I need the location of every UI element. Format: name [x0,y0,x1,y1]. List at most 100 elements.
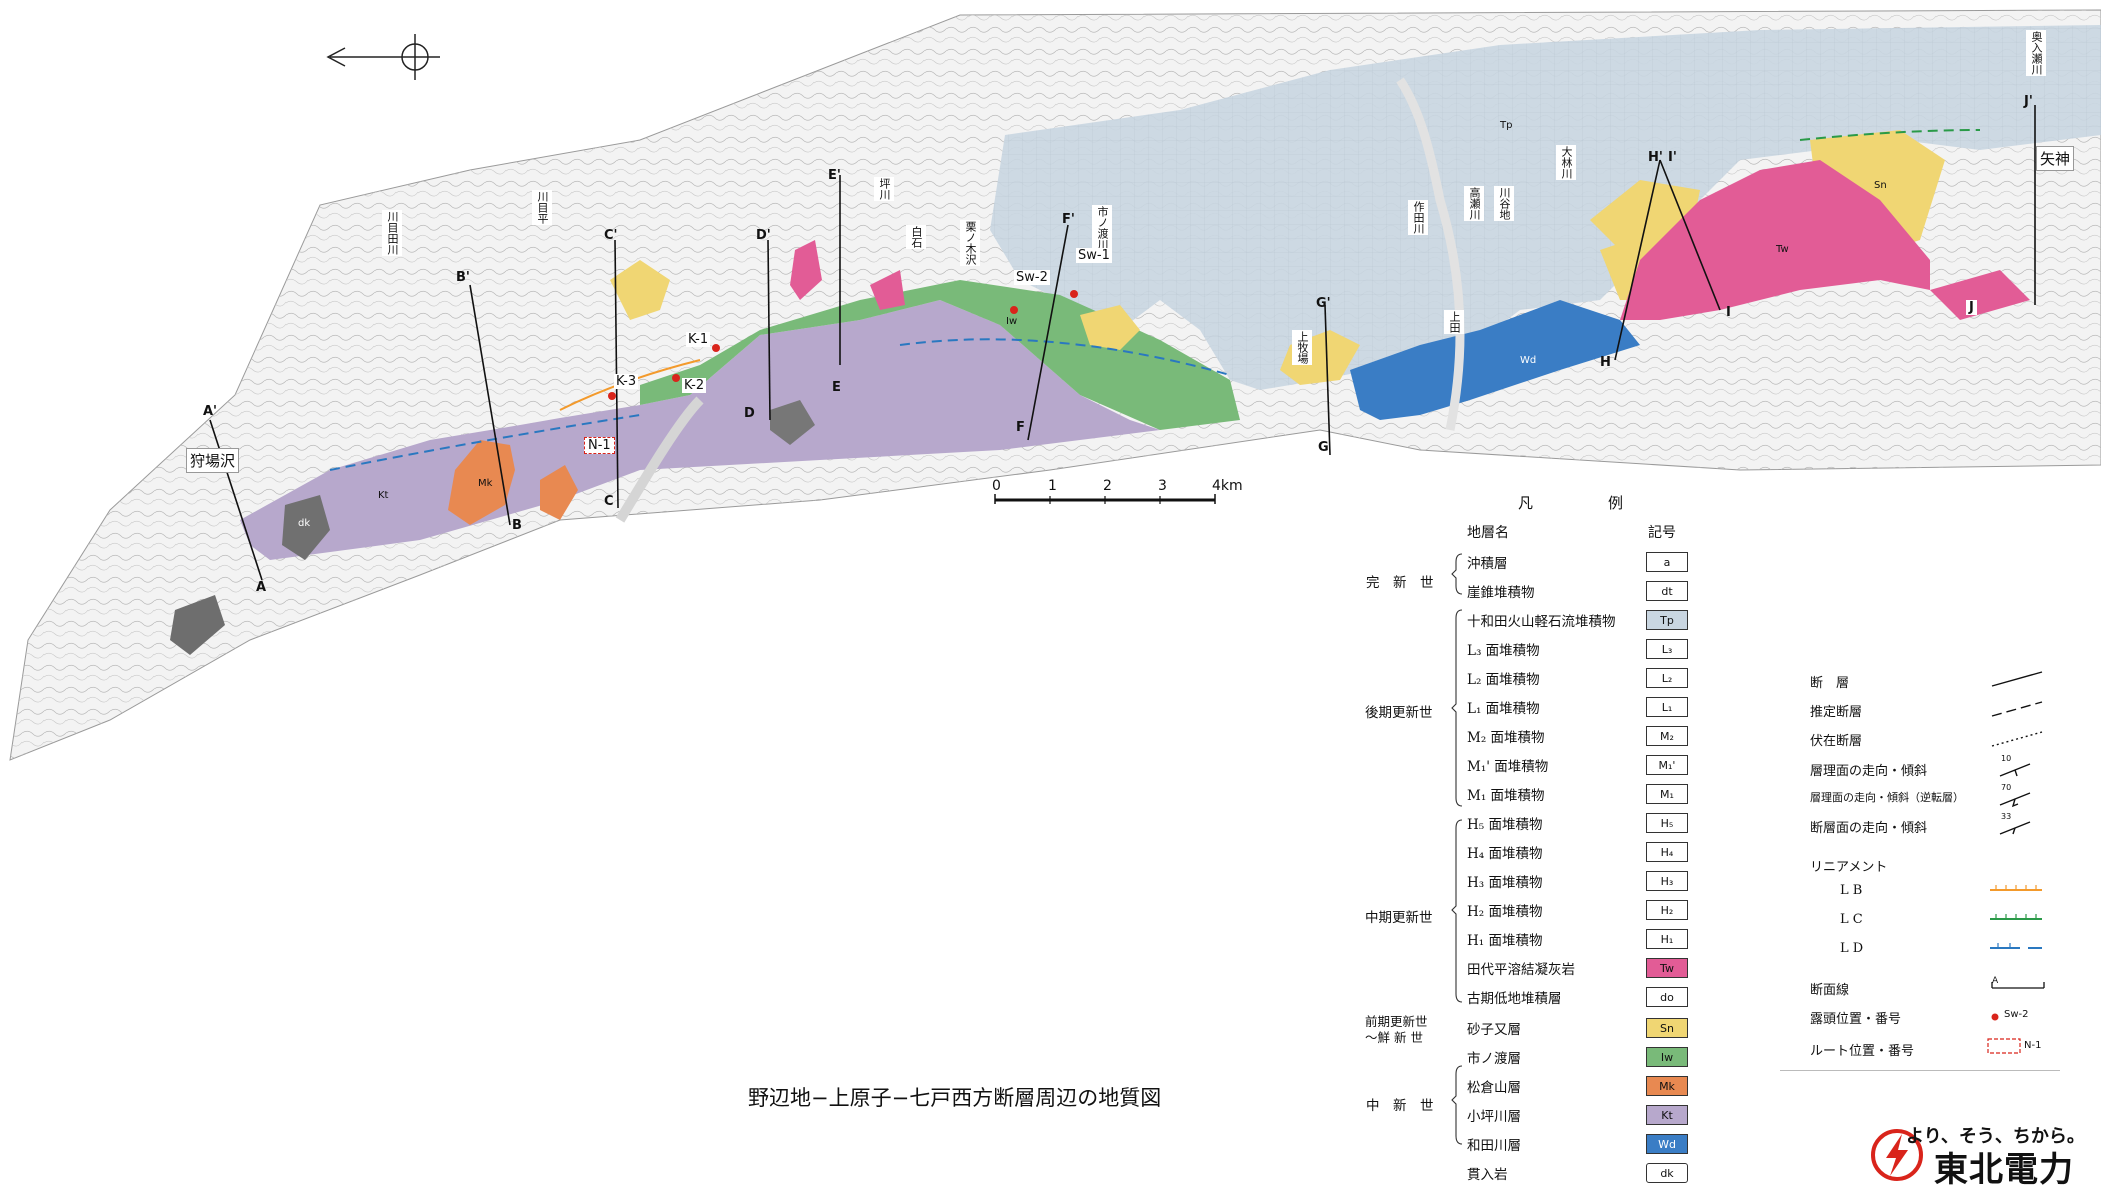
epoch-middle-pleistocene: 中期更新世 [1365,910,1433,926]
legend-unit-h3: H₃ 面堆積物 [1467,875,1543,891]
legend-unit-m1-prime: M₁' 面堆積物 [1467,759,1549,775]
section-label-f: F [1016,420,1025,435]
legend-unit-h4: H₄ 面堆積物 [1467,846,1543,862]
outcrop-k-2 [672,374,680,382]
legend-unit-h2: H₂ 面堆積物 [1467,904,1543,920]
legend-code-kt: Kt [1646,1105,1688,1125]
scale-tick-2: 2 [1103,478,1112,494]
legend-title: 凡 例 [1518,494,1654,512]
legend-col-code: 記号 [1648,525,1676,541]
symbol-label-bedding-overturned: 層理面の走向・傾斜（逆転層） [1810,791,1964,804]
legend-unit-wd: 和田川層 [1467,1138,1521,1154]
place-takase-gawa: 高瀬川 [1464,186,1484,221]
legend-unit-tp: 十和田火山軽石流堆積物 [1467,614,1616,630]
legend-unit-mk: 松倉山層 [1467,1080,1521,1096]
legend-unit-m2: M₂ 面堆積物 [1467,730,1545,746]
map-unit-wd: Wd [1520,355,1537,366]
place-oirase-gawa: 奥入瀬川 [2026,30,2046,76]
map-unit-mk: Mk [478,478,493,489]
legend-col-name: 地層名 [1467,525,1509,541]
symbol-label-bedding: 層理面の走向・傾斜 [1810,764,1928,779]
legend-unit-do: 古期低地堆積層 [1467,991,1562,1007]
symbol-label-lb: L B [1840,883,1863,898]
section-label-d: D [744,406,755,421]
legend-unit-tw: 田代平溶結凝灰岩 [1467,962,1575,978]
legend-code-a: a [1646,552,1688,572]
legend-unit-iw: 市ノ渡層 [1467,1051,1521,1067]
symbol-label-lc: L C [1840,912,1863,927]
outcrop-label-k-1: K-1 [686,332,711,347]
section-label-j-prime: J' [2024,94,2033,109]
symbol-label-fault: 断 層 [1810,676,1850,691]
epoch-late-pleistocene: 後期更新世 [1365,705,1433,721]
section-label-b: B [512,518,522,533]
symbol-label-buried-fault: 伏在断層 [1810,734,1863,749]
map-unit-dk: dk [298,518,311,529]
symbol-value-outcrop: Sw-2 [2004,1009,2029,1020]
legend-code-dt: dt [1646,581,1688,601]
symbol-divider [1780,1070,2060,1071]
section-label-b-prime: B' [456,270,470,285]
outcrop-label-k-3: K-3 [614,374,639,389]
legend-code-m1: M₁ [1646,784,1688,804]
symbol-label-route: ルート位置・番号 [1810,1044,1915,1059]
map-title: 野辺地−上原子−七戸西方断層周辺の地質図 [748,1086,1162,1110]
scale-bar [994,494,1216,504]
section-label-e-prime: E' [828,168,841,183]
legend-code-h3: H₃ [1646,871,1688,891]
symbol-label-lineament: リニアメント [1810,860,1888,875]
legend-unit-m1: M₁ 面堆積物 [1467,788,1545,804]
scale-tick-0: 0 [992,478,1001,494]
legend-code-tw: Tw [1646,958,1688,978]
place-ueda: 上田 [1444,310,1464,334]
outcrop-sw-1 [1070,290,1078,298]
map-unit-tw: Tw [1776,244,1789,255]
section-label-h-prime: H' [1648,150,1663,165]
scale-tick-4: 4km [1212,478,1243,494]
outcrop-k-3 [608,392,616,400]
place-kurinokisawa: 栗ノ木沢 [960,220,980,266]
symbol-label-inferred-fault: 推定断層 [1810,705,1863,720]
north-arrow-icon [326,34,440,80]
river [615,396,704,523]
unit-mk-area [448,440,515,525]
symbol-value-route: N-1 [2024,1040,2042,1051]
logo-tagline: より、そう、ちから。 [1906,1126,2085,1147]
symbol-label-fault-plane: 断層面の走向・傾斜 [1810,821,1928,836]
outcrop-sw-2 [1010,306,1018,314]
place-kamimakiba: 上牧場 [1292,330,1312,365]
unit-wd-area [1350,300,1640,420]
epoch-early-pleistocene-pliocene: 前期更新世 〜鮮 新 世 [1365,1014,1428,1045]
place-ichinowatari-gawa: 市ノ渡川 [1092,205,1112,251]
unit-tw-area [1620,160,1930,320]
map-unit-sn: Sn [1874,180,1887,191]
section-label-d-prime: D' [756,228,771,243]
legend-unit-kt: 小坪川層 [1467,1109,1521,1125]
place-kariba-sawa: 狩場沢 [186,448,240,473]
legend-code-h2: H₂ [1646,900,1688,920]
legend-code-h5: H₅ [1646,813,1688,833]
fault-line [329,414,641,471]
legend-unit-l2: L₂ 面堆積物 [1467,672,1540,688]
legend-code-sn: Sn [1646,1018,1688,1038]
legend-code-l2: L₂ [1646,668,1688,688]
map-unit-tp: Tp [1500,120,1513,131]
scale-tick-1: 1 [1048,478,1057,494]
symbol-label-ld: L D [1840,941,1864,956]
symbol-value-section: A [1992,976,1999,986]
section-label-h: H [1600,355,1611,370]
legend-code-h1: H₁ [1646,929,1688,949]
section-label-g: G [1318,440,1329,455]
outcrop-k-1 [712,344,720,352]
epoch-holocene: 完 新 世 [1366,575,1434,591]
legend-code-m1-prime: M₁' [1646,755,1688,775]
symbol-value-bedding: 10 [2001,754,2012,763]
legend-unit-h5: H₅ 面堆積物 [1467,817,1543,833]
unit-dk-area [282,495,330,560]
place-tsubo-gawa: 坪川 [874,177,894,201]
legend-code-mk: Mk [1646,1076,1688,1096]
legend-code-m2: M₂ [1646,726,1688,746]
section-label-a-prime: A' [203,404,218,419]
section-label-g-prime: G' [1316,296,1331,311]
legend-unit-dt: 崖錐堆積物 [1467,585,1535,601]
